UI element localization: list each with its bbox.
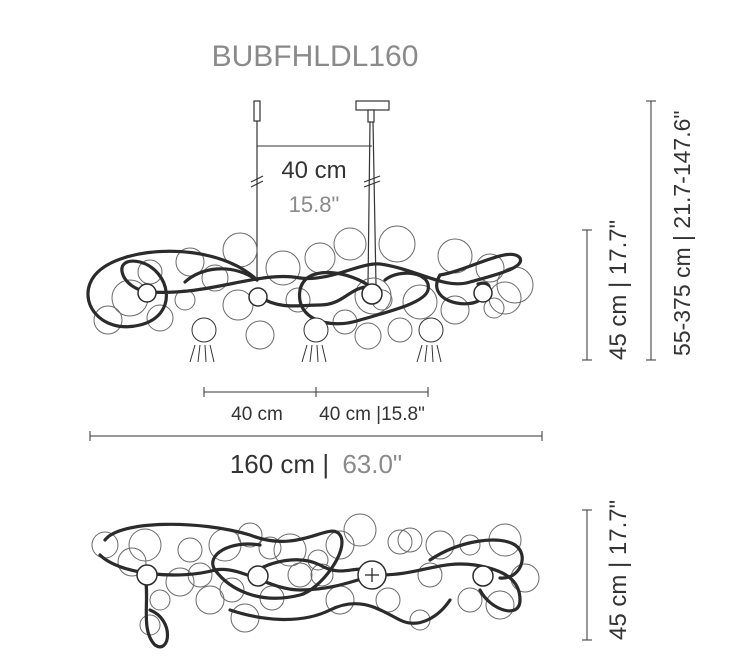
height-front-dimension: 45 cm | 17.7" bbox=[582, 220, 632, 361]
lamp-node bbox=[472, 565, 494, 587]
drop-label: 55-375 cm | 21.7-147.6" bbox=[669, 110, 695, 356]
front-lamps bbox=[137, 283, 493, 307]
downlight bbox=[416, 317, 444, 363]
downlights bbox=[189, 317, 444, 363]
svg-text:160 cm | 63.0": 160 cm | 63.0" bbox=[230, 449, 402, 479]
total-length-dimension: 160 cm | 63.0" bbox=[89, 431, 543, 479]
front-bubbles bbox=[93, 225, 534, 350]
lamp-node bbox=[361, 283, 383, 305]
lamp-node bbox=[248, 287, 268, 307]
drop-dimension: 55-375 cm | 21.7-147.6" bbox=[646, 100, 695, 361]
top-cable bbox=[98, 522, 524, 649]
downlight bbox=[189, 317, 217, 363]
front-view: 40 cm 15.8" bbox=[86, 100, 695, 479]
downlight bbox=[301, 317, 329, 363]
top-lamps bbox=[136, 560, 494, 590]
lamp-node bbox=[247, 565, 269, 587]
total-length-cm: 160 cm | bbox=[230, 449, 329, 479]
lamp-node bbox=[473, 283, 493, 303]
total-length-in: 63.0" bbox=[342, 449, 402, 479]
height-top-label: 45 cm | 17.7" bbox=[605, 500, 632, 640]
model-code: BUBFHLDL160 bbox=[212, 40, 419, 73]
downlight-spacing-dimension: 40 cm 40 cm |15.8" bbox=[203, 387, 429, 425]
height-top-dimension: 45 cm | 17.7" bbox=[582, 500, 632, 641]
canopy-spacing-in: 15.8" bbox=[289, 192, 340, 217]
downlight-spacing-2: 40 cm |15.8" bbox=[319, 404, 425, 425]
downlight-spacing-1: 40 cm bbox=[231, 404, 283, 425]
canopy-spacing-dimension: 40 cm 15.8" bbox=[257, 145, 372, 217]
lamp-node bbox=[137, 283, 157, 303]
height-front-label: 45 cm | 17.7" bbox=[605, 220, 632, 360]
canopy-spacing-cm: 40 cm bbox=[281, 157, 346, 184]
top-bubbles bbox=[91, 513, 540, 636]
lamp-node bbox=[136, 564, 158, 586]
top-view: 45 cm | 17.7" bbox=[91, 500, 632, 649]
